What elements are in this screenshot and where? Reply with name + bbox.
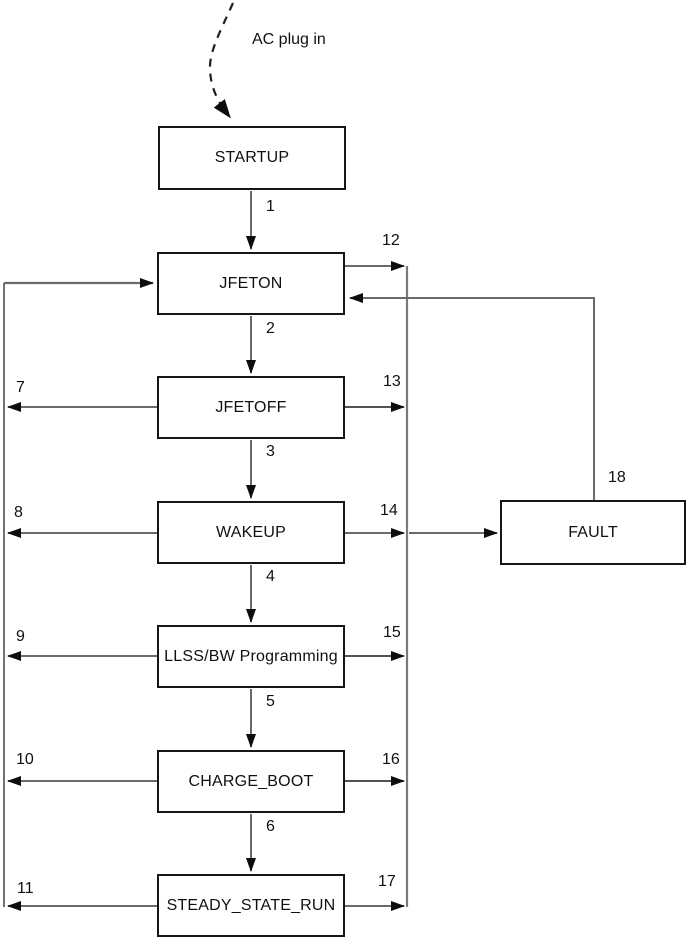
state-label-jfetoff: JFETOFF bbox=[215, 398, 287, 416]
state-box-llss-bw-programming: LLSS/BW Programming bbox=[157, 625, 345, 688]
trigger-label: AC plug in bbox=[252, 31, 326, 48]
transition-label-11: 11 bbox=[17, 880, 34, 897]
state-box-charge-boot: CHARGE_BOOT bbox=[157, 750, 345, 813]
state-label-jfeton: JFETON bbox=[219, 274, 283, 292]
transition-label-4: 4 bbox=[266, 568, 275, 585]
transition-label-7: 7 bbox=[16, 379, 25, 396]
state-box-fault: FAULT bbox=[500, 500, 686, 565]
state-box-jfetoff: JFETOFF bbox=[157, 376, 345, 439]
state-label-llss-bw-programming: LLSS/BW Programming bbox=[164, 647, 338, 665]
state-box-startup: STARTUP bbox=[158, 126, 346, 190]
transition-label-5: 5 bbox=[266, 693, 275, 710]
state-box-steady-state-run: STEADY_STATE_RUN bbox=[157, 874, 345, 937]
state-label-wakeup: WAKEUP bbox=[216, 523, 286, 541]
transition-label-6: 6 bbox=[266, 818, 275, 835]
transition-arrow-18 bbox=[349, 293, 595, 500]
ac-plug-in-arrow bbox=[208, 2, 235, 119]
state-box-jfeton: JFETON bbox=[157, 252, 345, 315]
transition-label-1: 1 bbox=[266, 198, 275, 215]
state-label-steady-state-run: STEADY_STATE_RUN bbox=[166, 896, 336, 914]
transition-label-16: 16 bbox=[382, 751, 400, 768]
transition-label-2: 2 bbox=[266, 320, 275, 337]
transition-label-3: 3 bbox=[266, 443, 275, 460]
transition-label-15: 15 bbox=[383, 624, 401, 641]
transition-label-17: 17 bbox=[378, 873, 396, 890]
transition-label-10: 10 bbox=[16, 751, 34, 768]
state-label-charge-boot: CHARGE_BOOT bbox=[188, 772, 314, 790]
transition-label-12: 12 bbox=[382, 232, 400, 249]
state-label-startup: STARTUP bbox=[214, 149, 290, 166]
transition-label-18: 18 bbox=[608, 469, 626, 486]
transition-label-13: 13 bbox=[383, 373, 401, 390]
transition-label-8: 8 bbox=[14, 504, 23, 521]
transition-label-9: 9 bbox=[16, 628, 25, 645]
state-box-wakeup: WAKEUP bbox=[157, 501, 345, 564]
state-label-fault: FAULT bbox=[568, 523, 618, 541]
transition-label-14: 14 bbox=[380, 502, 398, 519]
